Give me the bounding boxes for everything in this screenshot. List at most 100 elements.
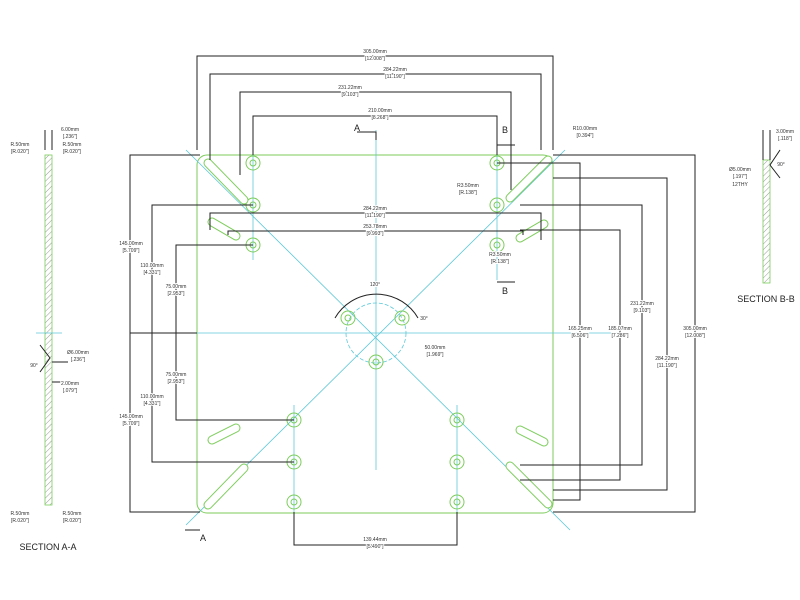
hole-inner [453,498,461,506]
hole [394,310,410,326]
dimension-text: 75.00mm [166,284,187,290]
hole [340,310,356,326]
hole [489,197,505,213]
center-lines [130,130,620,531]
dimension-text: [2.953"] [167,291,185,297]
dimension-text: [5.490"] [366,544,384,550]
dimension-text: 3.00mm [776,129,794,135]
dimension-text: [4.331"] [143,270,161,276]
dimension-text: [R.020"] [63,149,82,155]
dimension-text: [.079"] [63,388,78,394]
dimension-text: [9.103"] [633,308,651,314]
dimension-lines [129,55,696,546]
dimension-text: 110.00mm [140,394,163,400]
slot-inner [516,426,548,446]
dimension-text: R.50mm [11,142,30,148]
hole [449,454,465,470]
section-a-a [36,130,68,506]
section-mark: B [502,125,508,135]
hole-inner [453,458,461,466]
dimension-text: R3.50mm [457,183,479,189]
hole-inner [372,358,380,366]
dimension-text: 185.07mm [608,326,632,332]
hole-inner [344,314,352,322]
dimension-text: 284.22mm [655,356,679,362]
plate-plan-view [130,130,620,531]
slot-inner [204,159,248,204]
dimension-text: R.50mm [11,511,30,517]
dimension-text: 305.00mm [683,326,707,332]
dimension-text: [.236"] [63,134,78,140]
dimension-text: R.50mm [63,142,82,148]
section-b-b [762,130,781,284]
mounting-holes [245,155,505,510]
dimension-text: [R.020"] [63,518,82,524]
dimension-text: [6.506"] [571,333,589,339]
slot-inner [506,156,552,202]
hole [286,494,302,510]
dimension-text: [8.268"] [371,115,389,121]
dimension-text: [2.953"] [167,379,185,385]
dimension-text: [.197"] [733,174,748,180]
dimension-text: 75.00mm [166,372,187,378]
plate-outline [196,154,554,514]
dimension-text: [R.020"] [11,518,30,524]
dimension-text: [R.138"] [459,190,478,196]
dimension-text: [11.190"] [365,213,385,219]
hole [368,354,384,370]
dimension-text: [5.709"] [122,248,140,254]
slots [203,155,553,510]
hole-inner [453,416,461,424]
dimension-text: [9.993"] [366,231,384,237]
dimension-text: [9.103"] [341,92,359,98]
slot-inner [204,464,248,509]
dimension-text: [R.020"] [11,149,30,155]
hole [245,155,261,171]
dimension-text: 284.22mm [383,67,407,73]
dimension-text: 145.00mm [119,241,143,247]
dimension-text: [11.190"] [385,74,405,80]
slot-inner [208,424,240,444]
dimension-text: R3.50mm [489,252,511,258]
dimension-text: [12.008"] [365,56,385,62]
dimension-text: 110.00mm [140,263,163,269]
dimension-text: 145.00mm [119,414,143,420]
dimension-text: 305.00mm [363,49,387,55]
dimension-text: [.118"] [778,136,793,142]
dimension-text: 231.22mm [630,301,654,307]
dimension-text: [4.331"] [143,401,161,407]
hole [449,412,465,428]
section-a-a-title: SECTION A-A [19,542,76,552]
dimension-text: [7.286"] [611,333,629,339]
section-mark: A [200,533,206,543]
dimension-text: R.50mm [63,511,82,517]
dimension-text: 210.00mm [368,108,392,114]
dimension-text: 284.22mm [363,206,387,212]
dimension-text: Ø6.00mm [67,350,89,356]
angle-90-label: 90° [30,363,38,369]
slot-inner [506,462,552,508]
angle-120-label: 120° [370,282,380,288]
dimension-text: 50.00mm [425,345,446,351]
hole-inner [493,201,501,209]
hole-inner [290,498,298,506]
dimension-text: [11.190"] [657,363,677,369]
slot-inner [208,218,240,240]
dimension-text: [.236"] [71,357,86,363]
dimension-text: 139.44mm [363,537,387,543]
dimension-text: 165.25mm [568,326,592,332]
dimension-text: [0.394"] [576,133,594,139]
angle-30-label: 30° [420,316,428,322]
dimension-text: 6.00mm [61,127,79,133]
hole [449,494,465,510]
dimension-text: [1.969"] [426,352,444,358]
slot-inner [516,220,548,242]
angle-90-label: 90° [777,162,785,168]
dimension-text: 253.78mm [363,224,387,230]
annotations: 305.00mm[12.008"]284.22mm[11.190"]231.22… [10,48,795,552]
dimension-text: [12.008"] [685,333,705,339]
dimension-text: Ø5.00mm [729,167,751,173]
section-mark: B [502,286,508,296]
section-b-b-title: SECTION B-B [737,294,795,304]
